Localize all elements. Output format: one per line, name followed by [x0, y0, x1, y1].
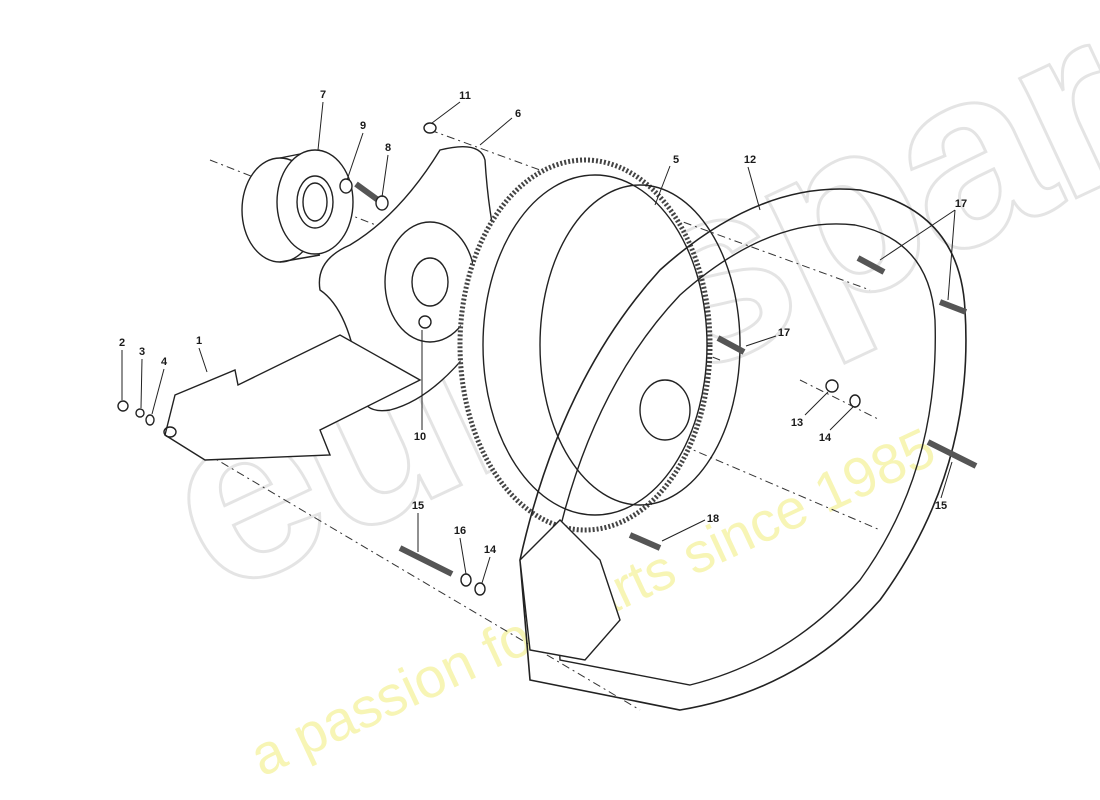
callout-13[interactable]: 13 [790, 417, 804, 429]
callout-14-left[interactable]: 14 [483, 544, 497, 556]
part-7-hub[interactable] [241, 149, 354, 263]
part-5-flywheel[interactable] [457, 157, 741, 533]
callout-10[interactable]: 10 [413, 431, 427, 443]
callout-16[interactable]: 16 [453, 525, 467, 537]
part-15-screws[interactable] [398, 439, 978, 577]
part-1-shield-plate[interactable] [163, 334, 422, 461]
callout-3[interactable]: 3 [138, 346, 146, 358]
callout-2[interactable]: 2 [118, 337, 126, 349]
callout-7[interactable]: 7 [319, 89, 327, 101]
callout-17-middle[interactable]: 17 [777, 327, 791, 339]
part-4-washer[interactable] [145, 414, 155, 426]
part-18-screw[interactable] [628, 532, 662, 551]
callout-15-left[interactable]: 15 [411, 500, 425, 512]
callout-11[interactable]: 11 [459, 90, 471, 102]
part-9-washer[interactable] [339, 178, 353, 194]
callout-9[interactable]: 9 [359, 120, 367, 132]
leader-lines [121, 101, 956, 584]
callout-15-right[interactable]: 15 [934, 500, 948, 512]
part-14-washer[interactable] [474, 394, 861, 596]
callout-14-right[interactable]: 14 [818, 432, 832, 444]
callout-18[interactable]: 18 [706, 513, 720, 525]
callout-8[interactable]: 8 [384, 142, 392, 154]
callout-12[interactable]: 12 [743, 154, 757, 166]
part-11-bolt[interactable] [423, 122, 437, 134]
callout-17-upper[interactable]: 17 [954, 198, 968, 210]
part-3-washer[interactable] [135, 408, 145, 418]
part-2-bolt[interactable] [117, 400, 129, 412]
callout-4[interactable]: 4 [160, 356, 168, 368]
callout-5[interactable]: 5 [672, 154, 680, 166]
part-17-screws[interactable] [716, 255, 968, 355]
callout-1[interactable]: 1 [195, 335, 203, 347]
part-13-nut[interactable] [825, 379, 839, 393]
part-10-bolt[interactable] [418, 315, 432, 329]
part-16-washer[interactable] [460, 573, 472, 587]
callout-6[interactable]: 6 [514, 108, 522, 120]
part-12-adaptor-plate[interactable] [519, 188, 967, 711]
